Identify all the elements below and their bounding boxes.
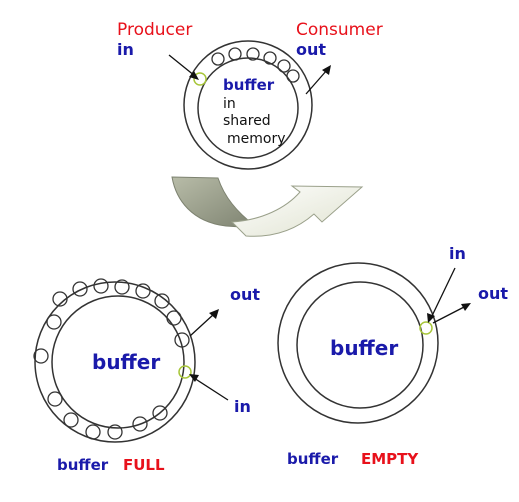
empty-slot-highlight	[419, 321, 433, 335]
full-ring-slot	[93, 278, 109, 294]
top-buffer-line1: in	[223, 96, 236, 112]
top-in-label: in	[117, 40, 134, 59]
top-out-label: out	[296, 40, 327, 59]
full-ring-slot	[166, 310, 182, 326]
empty-caption-state: EMPTY	[361, 450, 419, 468]
circular-arrow-light-half	[230, 185, 364, 237]
top-ring-slot	[228, 47, 242, 61]
top-ring-slots	[211, 47, 300, 83]
top-out-pointer	[305, 65, 331, 95]
full-in-slot	[178, 365, 192, 379]
full-ring-slot	[47, 391, 63, 407]
full-ring-slot	[132, 416, 148, 432]
top-buffer-title: buffer	[223, 76, 275, 94]
full-in-label: in	[234, 397, 251, 416]
full-ring-slot	[52, 291, 68, 307]
top-in-slot	[193, 72, 207, 86]
full-ring-slot	[154, 293, 170, 309]
top-buffer-line2: shared	[223, 113, 271, 129]
full-ring-buffer	[33, 278, 196, 443]
full-ring-slot	[63, 412, 79, 428]
full-caption-prefix: buffer	[57, 456, 109, 474]
full-caption-state: FULL	[123, 456, 165, 474]
top-ring-buffer	[183, 40, 313, 170]
full-ring-slot	[174, 332, 190, 348]
empty-caption-prefix: buffer	[287, 450, 339, 468]
top-ring-slot	[263, 51, 277, 65]
consumer-label: Consumer	[296, 20, 383, 40]
empty-out-pointer	[432, 303, 471, 324]
empty-in-pointer	[427, 267, 456, 323]
full-ring-slot	[85, 424, 101, 440]
empty-ring-outer	[277, 262, 439, 424]
full-in-pointer	[189, 374, 229, 401]
full-ring-slot	[33, 348, 49, 364]
empty-buffer-label: buffer	[330, 336, 399, 360]
full-ring-outer	[34, 281, 196, 443]
full-ring-slots	[33, 278, 190, 440]
empty-in-label: in	[449, 244, 466, 263]
full-ring-slot	[72, 281, 88, 297]
full-ring-slot	[135, 283, 151, 299]
circular-flow-arrow	[171, 176, 364, 237]
full-buffer-label: buffer	[92, 350, 161, 374]
full-ring-slot	[114, 279, 130, 295]
full-ring-slot	[107, 424, 123, 440]
top-in-pointer	[168, 54, 199, 80]
empty-out-label: out	[478, 284, 509, 303]
empty-ring-inner	[296, 281, 424, 409]
top-ring-slot	[277, 59, 291, 73]
top-ring-slot	[246, 47, 260, 61]
top-ring-slot	[286, 69, 300, 83]
full-out-label: out	[230, 285, 261, 304]
top-buffer-line3: memory	[227, 131, 286, 147]
empty-ring-buffer	[277, 262, 439, 424]
top-ring-outer	[183, 40, 313, 170]
full-out-pointer	[189, 309, 219, 337]
full-ring-slot	[46, 314, 62, 330]
producer-label: Producer	[117, 20, 193, 40]
full-ring-inner	[51, 295, 185, 429]
top-ring-slot	[211, 52, 225, 66]
full-ring-slot	[152, 405, 168, 421]
